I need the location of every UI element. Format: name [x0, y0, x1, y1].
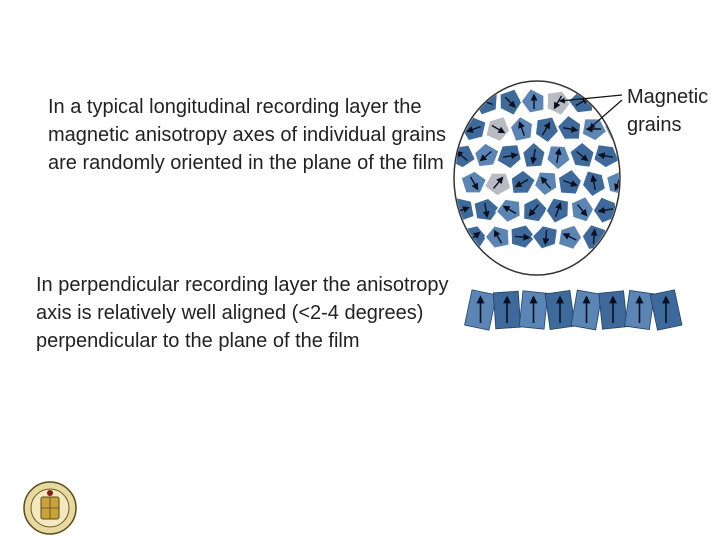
- grain: [545, 144, 572, 171]
- perpendicular-description: In perpendicular recording layer the ani…: [36, 274, 449, 352]
- grain: [455, 88, 475, 116]
- grain: [472, 197, 501, 222]
- grain-anisotropy-arrow: [542, 229, 550, 246]
- grain-anisotropy-arrow: [492, 176, 504, 189]
- grain-anisotropy-arrow: [597, 206, 614, 214]
- grain-anisotropy-arrow: [563, 179, 578, 187]
- grain-anisotropy-arrow: [597, 152, 614, 160]
- grain-anisotropy-arrow: [479, 150, 492, 162]
- grain-anisotropy-arrow: [554, 202, 562, 217]
- grain-anisotropy-arrow: [611, 232, 619, 242]
- grain-anisotropy-arrow: [614, 176, 619, 191]
- grain-anisotropy-arrow: [514, 233, 531, 241]
- grain-anisotropy-arrow: [530, 148, 538, 165]
- university-seal-logo: [23, 481, 77, 535]
- grain-anisotropy-arrow: [562, 233, 577, 241]
- grain-anisotropy-arrow: [455, 150, 468, 162]
- grain: [520, 87, 545, 115]
- grain-anisotropy-arrow: [541, 121, 551, 136]
- grain-anisotropy-arrow: [491, 124, 506, 134]
- grain: [557, 168, 583, 196]
- grain-anisotropy-arrow: [502, 205, 517, 215]
- grain-anisotropy-arrow: [504, 96, 516, 108]
- grain: [534, 115, 560, 144]
- longitudinal-description: In a typical longitudinal recording laye…: [48, 96, 446, 174]
- grain: [531, 224, 559, 251]
- grain-anisotropy-arrow: [466, 125, 481, 133]
- grain-anisotropy-arrow: [482, 202, 490, 219]
- grain-anisotropy-arrow: [576, 204, 588, 217]
- grain-anisotropy-arrow: [590, 174, 598, 191]
- grain-anisotropy-arrow: [576, 150, 589, 162]
- grain-anisotropy-arrow: [562, 125, 579, 133]
- grain: [606, 223, 619, 252]
- grain-anisotropy-arrow: [469, 176, 479, 191]
- grain-anisotropy-arrow: [502, 152, 519, 160]
- grain-anisotropy-arrow: [614, 122, 619, 137]
- grain-anisotropy-arrow: [518, 121, 526, 136]
- callout-pointers: [558, 94, 623, 129]
- grain: [593, 89, 619, 115]
- grain: [556, 114, 582, 141]
- grain-anisotropy-arrow: [514, 178, 529, 188]
- grain: [581, 117, 608, 142]
- grain-anisotropy-arrow: [528, 204, 540, 217]
- grain-anisotropy-arrow: [493, 229, 503, 244]
- callout-line-2: grains: [627, 114, 682, 136]
- perpendicular-grains: [464, 289, 683, 331]
- callout-line-1: Magnetic: [627, 86, 709, 108]
- grain-anisotropy-arrow: [540, 176, 552, 189]
- grain-anisotropy-arrow: [554, 147, 562, 164]
- grain-anisotropy-arrow: [590, 228, 598, 245]
